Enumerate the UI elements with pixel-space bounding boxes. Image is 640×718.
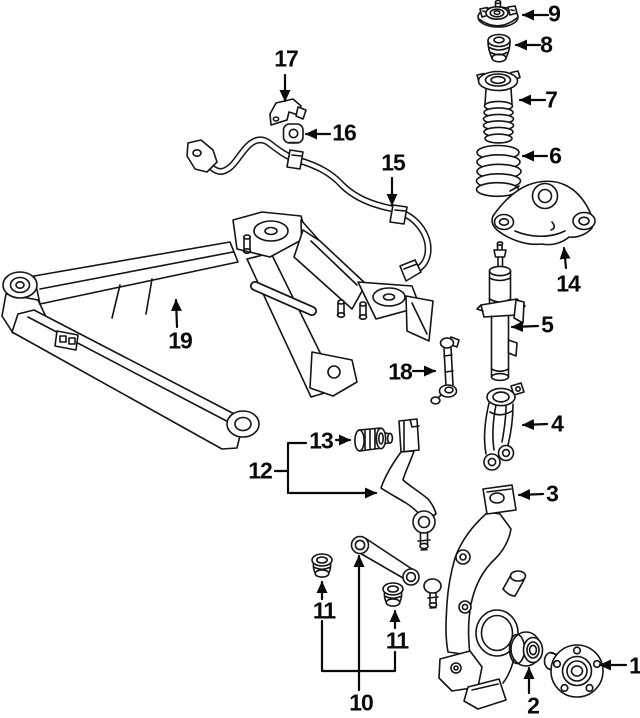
upper-control-arm-drawing <box>492 181 595 244</box>
subframe-crossmember-drawing <box>2 212 433 449</box>
strut-drawing <box>477 242 525 381</box>
stabilizer-link-drawing <box>431 337 459 404</box>
wheel-hub-drawing <box>545 645 604 697</box>
strut-mount-drawing <box>478 1 518 28</box>
leader-lines <box>170 9 626 693</box>
bump-stopper-drawing <box>488 35 510 62</box>
coil-spring-drawing <box>477 146 522 197</box>
rear-lower-control-arm-drawing <box>381 419 436 550</box>
stabilizer-bar-bushing-drawing <box>284 124 304 143</box>
strut-dust-cover-drawing <box>477 71 520 143</box>
stabilizer-bar-bracket-drawing <box>270 99 306 125</box>
lower-arm-bushing-b-drawing <box>383 583 403 606</box>
stabilizer-bar-drawing <box>187 140 428 281</box>
front-lower-control-arm-drawing <box>352 537 442 609</box>
wheel-bearing-drawing <box>510 632 543 666</box>
control-arm-bushing-drawing <box>355 428 393 451</box>
strut-fork-bracket-drawing <box>484 383 524 470</box>
steering-knuckle-drawing <box>439 485 526 709</box>
lower-arm-bushing-a-drawing <box>312 554 332 577</box>
